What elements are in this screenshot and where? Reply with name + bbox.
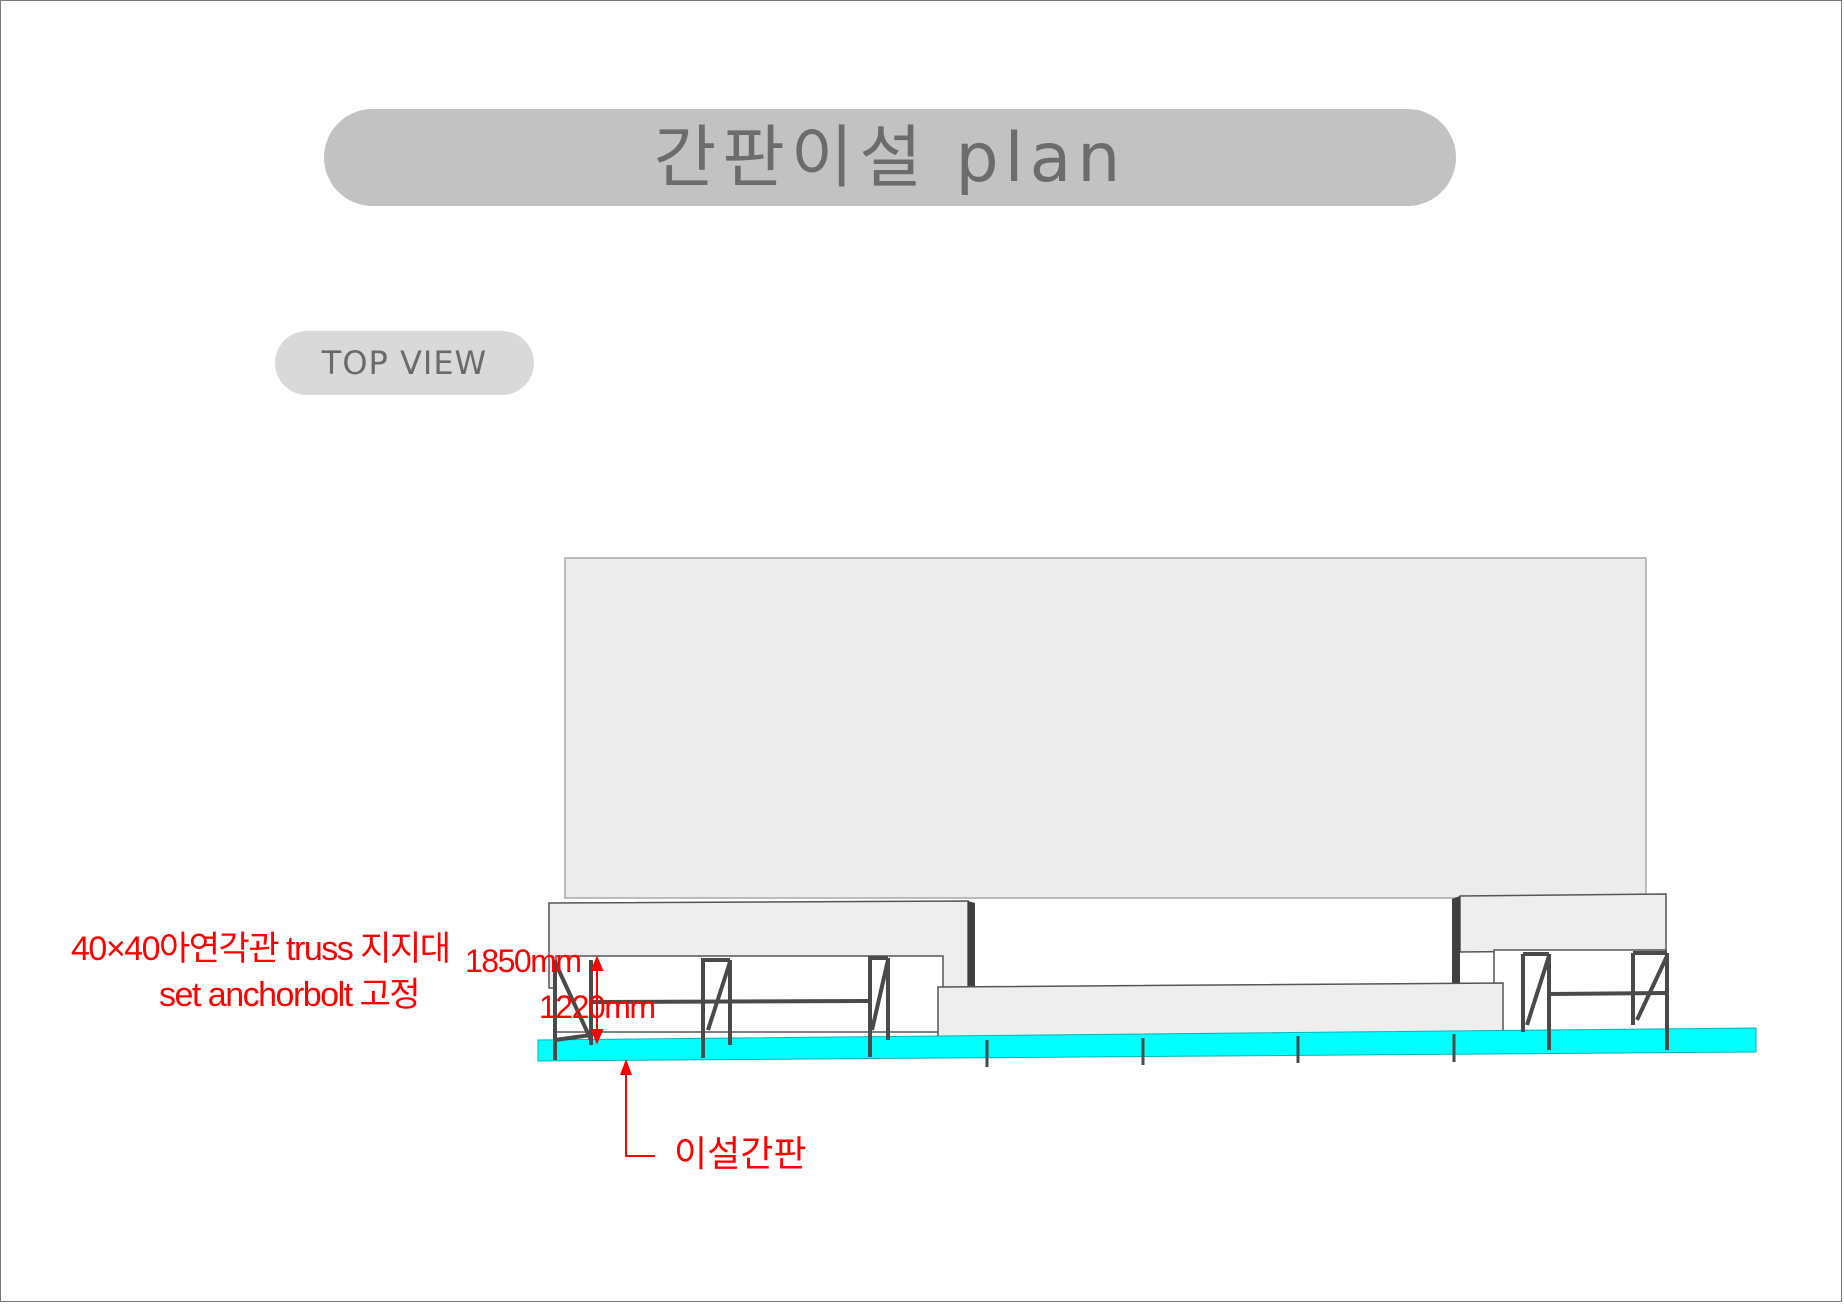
- truss-note-line1: 40×40아연각관 truss 지지대: [71, 930, 451, 968]
- view-label: TOP VIEW: [321, 344, 488, 382]
- sign-pointer-label: 이설간판: [674, 1133, 807, 1174]
- sign-pointer-leader: [620, 1059, 655, 1157]
- relocated-sign: [537, 1027, 1757, 1062]
- center-platform: [937, 982, 1504, 1039]
- height-outer-label: 1850mm: [465, 943, 582, 979]
- building-wall: [564, 557, 1647, 899]
- height-dimension: [590, 955, 604, 1045]
- page-title: 간판이설 plan: [653, 118, 1127, 198]
- title-banner: 간판이설 plan: [324, 109, 1456, 206]
- right-truss: [1521, 951, 1669, 1050]
- height-inner-label: 1220mm: [539, 989, 656, 1025]
- left-truss: [553, 956, 890, 1060]
- sign-posts: [985, 1034, 1456, 1067]
- view-label-badge: TOP VIEW: [275, 331, 534, 395]
- truss-note-line2: set anchorbolt 고정: [159, 976, 421, 1014]
